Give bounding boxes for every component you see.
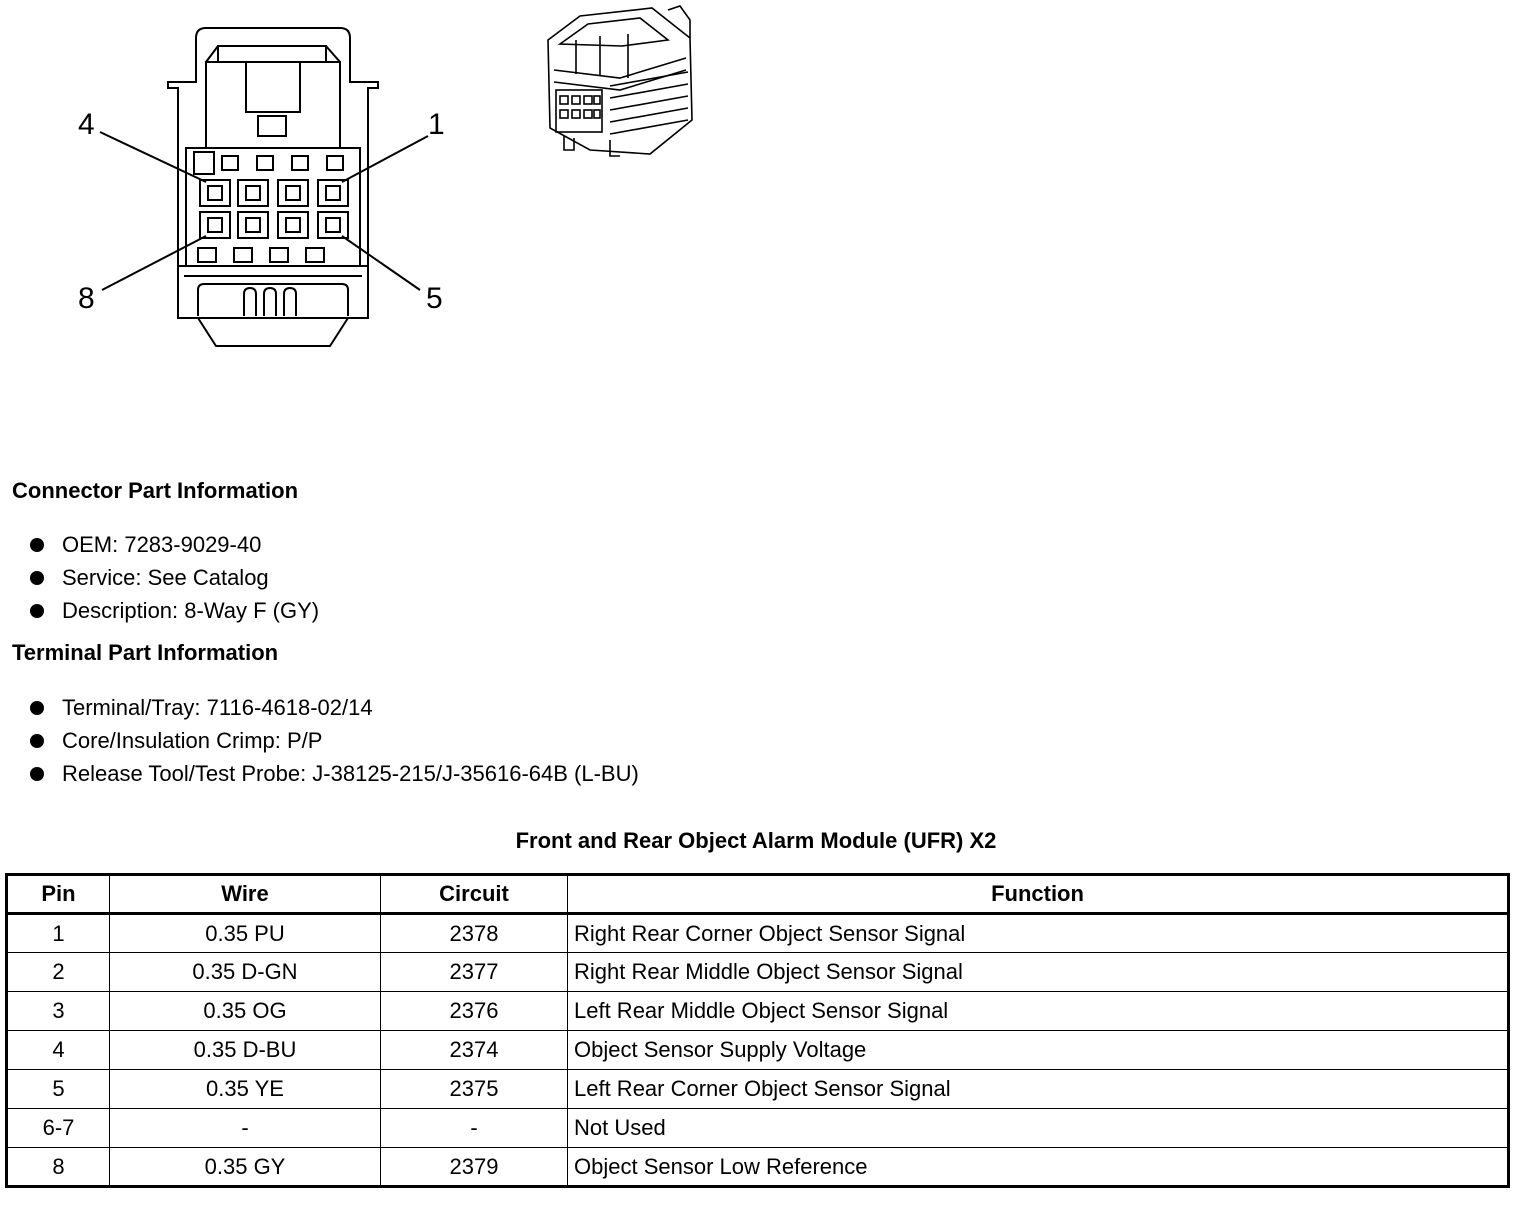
pin-callout-8: 8 <box>78 282 95 315</box>
pin-cell: 2 <box>6 952 110 992</box>
wire-cell: 0.35 GY <box>109 1147 381 1187</box>
table-row: 8 0.35 GY 2379 Object Sensor Low Referen… <box>6 1147 1509 1187</box>
connector-part-info-list: OEM: 7283-9029-40 Service: See Catalog D… <box>0 528 319 627</box>
table-row: 1 0.35 PU 2378 Right Rear Corner Object … <box>6 913 1509 953</box>
terminal-part-info-title: Terminal Part Information <box>12 640 279 665</box>
wire-cell: - <box>109 1108 381 1148</box>
bullet-icon <box>30 571 44 585</box>
function-cell: Object Sensor Supply Voltage <box>567 1030 1509 1070</box>
bullet-icon <box>30 538 44 552</box>
bullet-icon <box>30 734 44 748</box>
function-cell: Object Sensor Low Reference <box>567 1147 1509 1187</box>
column-header-wire: Wire <box>109 874 381 915</box>
function-cell: Left Rear Corner Object Sensor Signal <box>567 1069 1509 1109</box>
wire-cell: 0.35 OG <box>109 991 381 1031</box>
pin-callout-5: 5 <box>426 282 443 315</box>
list-item: Service: See Catalog <box>0 561 319 594</box>
circuit-cell: - <box>380 1108 568 1148</box>
pin-callout-1: 1 <box>428 108 445 141</box>
pin-cell: 5 <box>6 1069 110 1109</box>
pin-cell: 3 <box>6 991 110 1031</box>
circuit-cell: 2377 <box>380 952 568 992</box>
table-row: 4 0.35 D-BU 2374 Object Sensor Supply Vo… <box>6 1030 1509 1070</box>
circuit-cell: 2379 <box>380 1147 568 1187</box>
list-item: OEM: 7283-9029-40 <box>0 528 319 561</box>
circuit-cell: 2375 <box>380 1069 568 1109</box>
table-row: 2 0.35 D-GN 2377 Right Rear Middle Objec… <box>6 952 1509 992</box>
pin-table-title: Front and Rear Object Alarm Module (UFR)… <box>515 828 997 853</box>
list-item: Core/Insulation Crimp: P/P <box>0 724 639 757</box>
bullet-icon <box>30 701 44 715</box>
table-row: 3 0.35 OG 2376 Left Rear Middle Object S… <box>6 991 1509 1031</box>
table-header-row: Pin Wire Circuit Function <box>6 874 1509 915</box>
table-row: 6-7 - - Not Used <box>6 1108 1509 1148</box>
wire-cell: 0.35 YE <box>109 1069 381 1109</box>
list-item: Description: 8-Way F (GY) <box>0 594 319 627</box>
function-cell: Right Rear Corner Object Sensor Signal <box>567 913 1509 953</box>
connector-part-info-title: Connector Part Information <box>12 478 299 503</box>
function-cell: Left Rear Middle Object Sensor Signal <box>567 991 1509 1031</box>
circuit-cell: 2374 <box>380 1030 568 1070</box>
pin-table: Pin Wire Circuit Function 1 0.35 PU 2378… <box>5 873 1510 1188</box>
list-item: Terminal/Tray: 7116-4618-02/14 <box>0 691 639 724</box>
connector-isometric-illustration <box>547 5 693 157</box>
bullet-icon <box>30 604 44 618</box>
wire-cell: 0.35 D-GN <box>109 952 381 992</box>
function-cell: Not Used <box>567 1108 1509 1148</box>
pin-cell: 4 <box>6 1030 110 1070</box>
column-header-function: Function <box>567 874 1509 915</box>
pin-cell: 1 <box>6 913 110 953</box>
terminal-part-info-list: Terminal/Tray: 7116-4618-02/14 Core/Insu… <box>0 691 639 790</box>
pin-cell: 6-7 <box>6 1108 110 1148</box>
column-header-pin: Pin <box>6 874 110 915</box>
circuit-cell: 2378 <box>380 913 568 953</box>
bullet-icon <box>30 767 44 781</box>
circuit-cell: 2376 <box>380 991 568 1031</box>
function-cell: Right Rear Middle Object Sensor Signal <box>567 952 1509 992</box>
wire-cell: 0.35 PU <box>109 913 381 953</box>
pin-cell: 8 <box>6 1147 110 1187</box>
list-item: Release Tool/Test Probe: J-38125-215/J-3… <box>0 757 639 790</box>
table-row: 5 0.35 YE 2375 Left Rear Corner Object S… <box>6 1069 1509 1109</box>
connector-face-diagram: 4 1 8 5 <box>78 27 445 347</box>
wire-cell: 0.35 D-BU <box>109 1030 381 1070</box>
column-header-circuit: Circuit <box>380 874 568 915</box>
pin-callout-4: 4 <box>78 108 95 141</box>
